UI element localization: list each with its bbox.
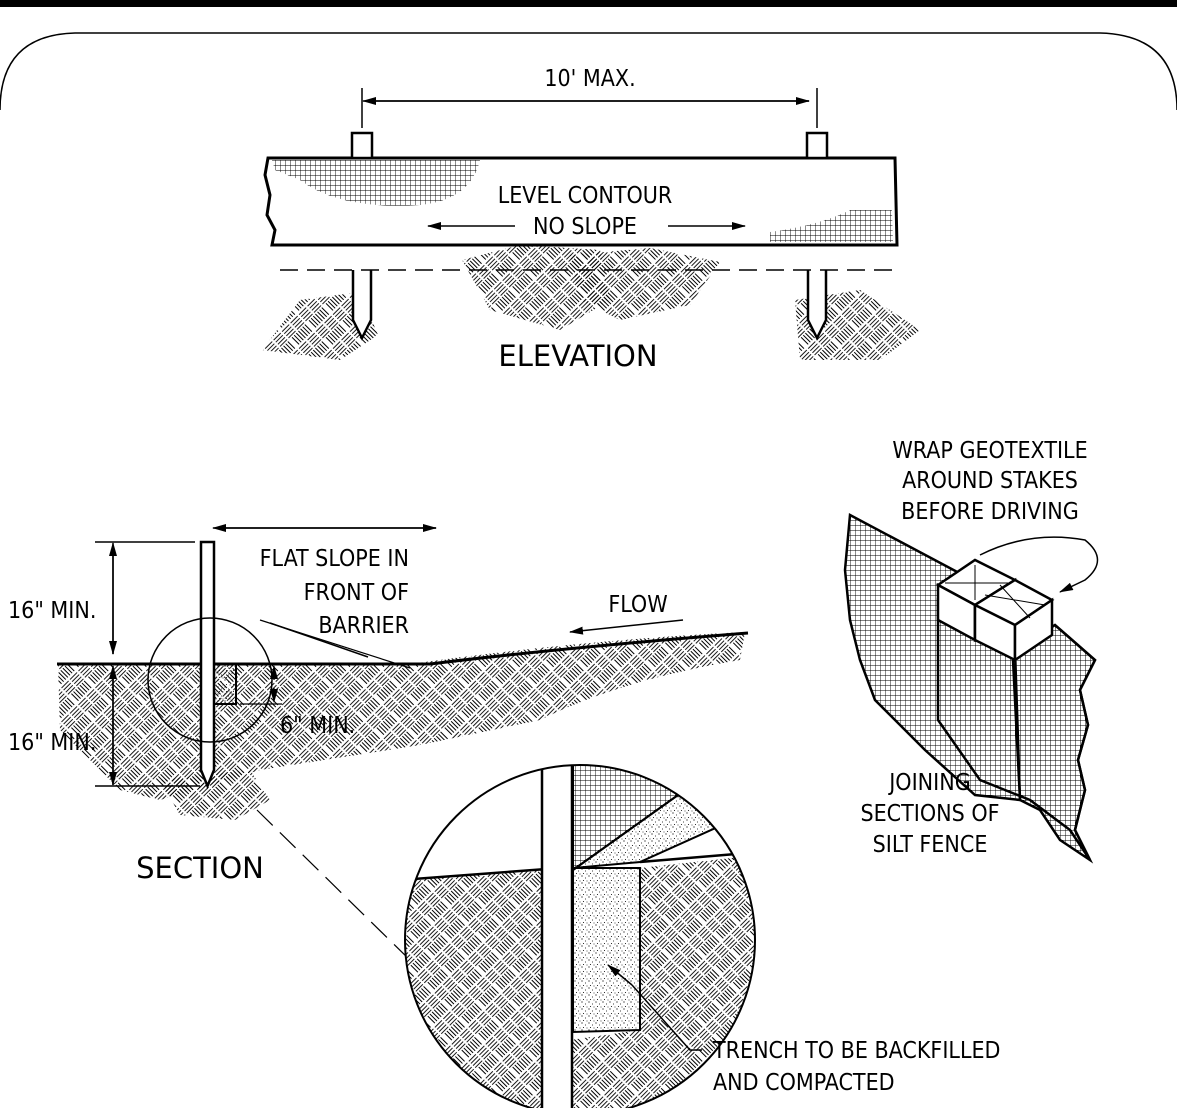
trench-depth-dimension: 6" MIN. <box>280 713 355 739</box>
stake-right-top <box>805 131 829 160</box>
stake-right-bottom <box>806 270 828 341</box>
soil-patch <box>262 292 378 360</box>
wrap-note-line3: BEFORE DRIVING <box>901 499 1079 525</box>
detail-circle <box>404 764 756 1108</box>
section-ground-line <box>57 631 749 666</box>
detail-callout-circle <box>147 617 273 743</box>
section-view: 16" MIN. 16" MIN. 6" MIN. FLAT SLOPE IN … <box>8 524 749 966</box>
wrap-note-line1: WRAP GEOTEXTILE <box>892 438 1087 464</box>
trench-note-line1: TRENCH TO BE BACKFILLED <box>712 1038 1001 1064</box>
elevation-view: 10' MAX. LEVEL CONTOUR NO SLOPE ELEVATIO… <box>262 66 920 373</box>
stake-left-bottom <box>351 270 373 341</box>
below-grade-dimension: 16" MIN. <box>8 730 96 756</box>
no-slope-label: NO SLOPE <box>533 214 637 240</box>
detail-trench-backfill <box>572 867 641 1034</box>
section-stake <box>199 540 216 790</box>
stake-left-top <box>350 131 374 160</box>
trench-note-line2: AND COMPACTED <box>713 1070 895 1096</box>
isometric-joint-view: WRAP GEOTEXTILE AROUND STAKES BEFORE DRI… <box>843 438 1099 864</box>
flow-label: FLOW <box>608 592 667 618</box>
soil-patch <box>570 248 720 320</box>
joining-note-line1: JOINING <box>887 770 971 796</box>
wrap-note-line2: AROUND STAKES <box>902 468 1078 494</box>
enlarged-detail: TRENCH TO BE BACKFILLED AND COMPACTED <box>404 764 1001 1108</box>
flat-slope-label-line1: FLAT SLOPE IN <box>260 546 409 572</box>
elevation-title: ELEVATION <box>498 339 657 373</box>
level-contour-label: LEVEL CONTOUR <box>498 183 673 209</box>
flat-slope-label-line2: FRONT OF <box>304 580 409 606</box>
trench-backfill <box>213 663 237 705</box>
joining-note-line3: SILT FENCE <box>873 832 988 858</box>
fence-panel-front-right <box>1013 623 1097 864</box>
flat-slope-label-line3: BARRIER <box>318 613 409 639</box>
fabric-mesh-patch <box>272 160 480 206</box>
section-soil-lower <box>160 770 270 820</box>
detail-soil <box>405 868 560 1108</box>
joining-note-line2: SECTIONS OF <box>860 801 999 827</box>
above-grade-dimension: 16" MIN. <box>8 598 96 624</box>
section-soil <box>58 632 745 800</box>
sheet-border <box>0 0 1177 111</box>
detail-stake <box>540 765 574 1108</box>
dimension-label-10ft: 10' MAX. <box>544 66 635 92</box>
section-title: SECTION <box>136 851 264 885</box>
fabric-mesh-patch <box>770 210 893 242</box>
